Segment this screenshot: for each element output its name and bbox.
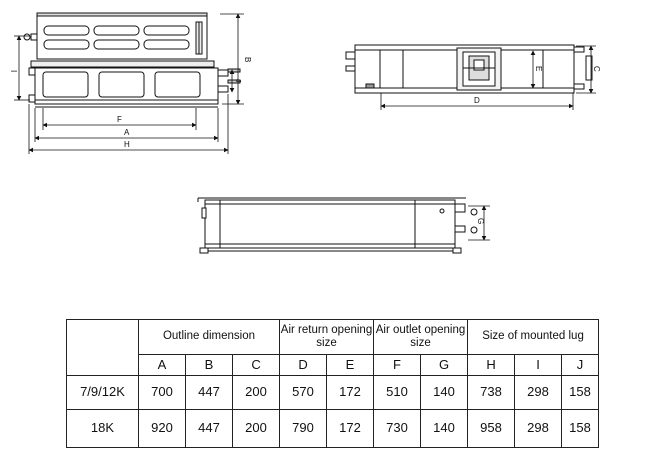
dimension-table: Outline dimension Air return opening siz… <box>66 319 600 448</box>
dim-label-a: A <box>124 128 130 137</box>
front-view-dimensions <box>14 13 244 154</box>
top-view-dim-labels: E C D <box>474 66 601 105</box>
value-cell: 447 <box>185 375 233 410</box>
group-air-outlet-opening: Air outlet opening size <box>373 319 469 355</box>
dim-label-i: I <box>9 70 18 72</box>
value-cell: 158 <box>561 409 600 448</box>
column-header-d: D <box>279 354 328 376</box>
column-header-h: H <box>467 354 516 376</box>
side-view-dim-labels: G <box>476 218 485 224</box>
value-cell: 298 <box>514 375 563 410</box>
column-header-e: E <box>326 354 375 376</box>
value-cell: 738 <box>467 375 516 410</box>
front-view-dim-labels: B I J F A H <box>9 57 252 149</box>
column-header-j: J <box>561 354 600 376</box>
column-header-c: C <box>231 354 281 376</box>
column-header-i: I <box>514 354 563 376</box>
dim-label-h: H <box>124 140 130 149</box>
column-header-b: B <box>185 354 233 376</box>
unit-dimension-drawings: B I J F A H <box>9 12 601 254</box>
top-view <box>345 44 593 94</box>
column-header-g: G <box>420 354 469 376</box>
side-view-dimensions <box>468 205 490 241</box>
value-cell: 172 <box>326 375 375 410</box>
value-cell: 447 <box>185 409 233 448</box>
table-corner-cell <box>66 319 139 376</box>
dim-label-c: C <box>592 66 601 72</box>
table-group-row: Outline dimension Air return opening siz… <box>66 319 600 376</box>
column-header-f: F <box>373 354 422 376</box>
value-cell: 172 <box>326 409 375 448</box>
dim-label-b: B <box>243 57 252 62</box>
value-cell: 158 <box>561 375 600 410</box>
value-cell: 920 <box>138 409 186 448</box>
dim-label-j: J <box>234 79 241 83</box>
column-header-a: A <box>138 354 186 376</box>
dim-label-e: E <box>534 66 543 71</box>
value-cell: 700 <box>138 375 186 410</box>
group-outline-dimension: Outline dimension <box>137 319 281 355</box>
value-cell: 298 <box>514 409 563 448</box>
value-cell: 790 <box>279 409 328 448</box>
value-cell: 200 <box>231 375 281 410</box>
table-row: 7/9/12K 700 447 200 570 172 510 140 738 … <box>66 375 600 410</box>
dim-label-d: D <box>474 96 480 105</box>
side-view <box>197 197 478 254</box>
value-cell: 570 <box>279 375 328 410</box>
dim-label-f: F <box>117 115 122 124</box>
dim-label-g: G <box>476 218 485 224</box>
model-cell: 18K <box>66 409 139 448</box>
top-view-dimensions <box>380 45 596 110</box>
group-mounted-lug: Size of mounted lug <box>467 319 600 355</box>
front-view <box>23 12 241 108</box>
model-cell: 7/9/12K <box>66 375 139 410</box>
value-cell: 140 <box>420 375 469 410</box>
value-cell: 510 <box>373 375 422 410</box>
value-cell: 140 <box>420 409 469 448</box>
group-air-return-opening: Air return opening size <box>279 319 375 355</box>
table-column-header-row: A B C D E F G H I J <box>67 354 600 376</box>
table-row: 18K 920 447 200 790 172 730 140 958 298 … <box>66 409 600 448</box>
value-cell: 958 <box>467 409 516 448</box>
value-cell: 200 <box>231 409 281 448</box>
value-cell: 730 <box>373 409 422 448</box>
